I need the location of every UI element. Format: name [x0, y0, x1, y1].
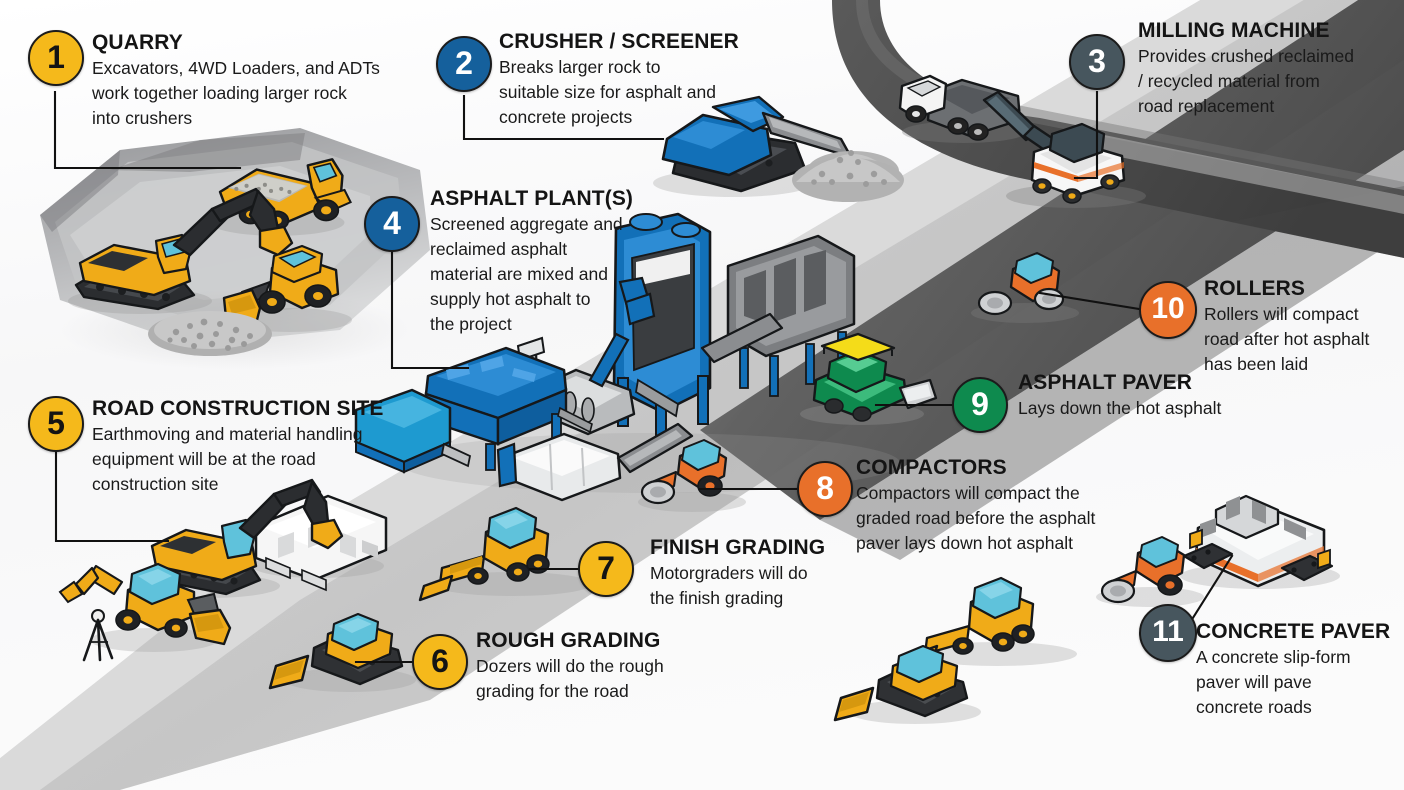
step-desc-4: Screened aggregate and reclaimed asphalt… [430, 214, 623, 334]
step-text-8: COMPACTORS Compactors will compact the g… [856, 455, 1146, 556]
step-text-4: ASPHALT PLANT(S) Screened aggregate and … [430, 186, 645, 337]
motorgrader-art [418, 506, 592, 602]
step-desc-9: Lays down the hot asphalt [1018, 398, 1222, 418]
step-number-4: 4 [383, 205, 401, 241]
step-desc-5: Earthmoving and material handling equipm… [92, 424, 363, 494]
step-badge-10[interactable]: 10 [1139, 281, 1197, 339]
step-title-3: MILLING MACHINE [1138, 19, 1330, 42]
step-number-5: 5 [47, 405, 65, 441]
step-text-9: ASPHALT PAVER Lays down the hot asphalt [1018, 370, 1298, 421]
aggregate-pile-art [148, 311, 272, 356]
step-badge-9[interactable]: 9 [952, 377, 1008, 433]
step-title-5: ROAD CONSTRUCTION SITE [92, 397, 384, 420]
milling-machine-art [982, 90, 1146, 208]
concrete-slipform-paver-art [1180, 494, 1340, 589]
step-number-6: 6 [431, 643, 449, 679]
step-number-7: 7 [597, 550, 615, 586]
step-text-3: MILLING MACHINE Provides crushed reclaim… [1138, 18, 1404, 119]
step-text-1: QUARRY Excavators, 4WD Loaders, and ADTs… [92, 30, 412, 131]
step-badge-3[interactable]: 3 [1069, 34, 1125, 90]
step-text-10: ROLLERS Rollers will compact road after … [1204, 276, 1404, 377]
step-desc-2: Breaks larger rock to suitable size for … [499, 57, 716, 127]
step-number-9: 9 [971, 386, 989, 422]
step-desc-3: Provides crushed reclaimed / recycled ma… [1138, 46, 1354, 116]
step-desc-6: Dozers will do the rough grading for the… [476, 656, 664, 701]
step-badge-6[interactable]: 6 [412, 634, 468, 690]
asphalt-paver-art [800, 332, 938, 425]
step-badge-8[interactable]: 8 [797, 461, 853, 517]
motorgrader-art-2 [903, 576, 1077, 672]
step-desc-8: Compactors will compact the graded road … [856, 483, 1096, 553]
dozer-art [268, 612, 416, 692]
step-badge-7[interactable]: 7 [578, 541, 634, 597]
step-text-11: CONCRETE PAVER A concrete slip-form pave… [1196, 619, 1404, 720]
step-text-7: FINISH GRADING Motorgraders will do the … [650, 535, 870, 611]
step-desc-11: A concrete slip-form paver will pave con… [1196, 647, 1351, 717]
step-badge-11[interactable]: 11 [1139, 604, 1197, 662]
backhoe-loader-art [58, 562, 232, 652]
step-number-2: 2 [455, 45, 473, 81]
step-number-11: 11 [1152, 615, 1184, 648]
step-title-7: FINISH GRADING [650, 536, 826, 559]
step-title-2: CRUSHER / SCREENER [499, 30, 739, 53]
step-title-11: CONCRETE PAVER [1196, 620, 1391, 643]
step-text-2: CRUSHER / SCREENER Breaks larger rock to… [499, 29, 759, 130]
step-badge-4[interactable]: 4 [364, 196, 420, 252]
leader-10 [1038, 291, 1141, 311]
leader-1 [53, 90, 242, 170]
compactor-roller-art [638, 439, 746, 512]
road-roller-art-2 [1096, 536, 1204, 607]
step-desc-1: Excavators, 4WD Loaders, and ADTs work t… [92, 58, 380, 128]
road-roller-art [971, 252, 1079, 323]
step-desc-10: Rollers will compact road after hot asph… [1204, 304, 1370, 374]
step-number-8: 8 [816, 470, 834, 506]
step-badge-2[interactable]: 2 [436, 36, 492, 92]
step-number-10: 10 [1151, 292, 1185, 325]
step-number-3: 3 [1088, 43, 1106, 79]
leader-4 [390, 250, 470, 370]
step-title-8: COMPACTORS [856, 456, 1007, 479]
step-title-6: ROUGH GRADING [476, 629, 661, 652]
leader-5 [54, 450, 170, 543]
step-title-9: ASPHALT PAVER [1018, 371, 1192, 394]
step-title-10: ROLLERS [1204, 277, 1306, 300]
step-text-6: ROUGH GRADING Dozers will do the rough g… [476, 628, 726, 704]
step-text-5: ROAD CONSTRUCTION SITE Earthmoving and m… [92, 396, 412, 497]
step-badge-5[interactable]: 5 [28, 396, 84, 452]
step-badge-1[interactable]: 1 [28, 30, 84, 86]
survey-tripod-art [82, 609, 114, 662]
dozer-art-2 [833, 644, 981, 724]
excavator-art [68, 187, 294, 314]
leader-3 [1073, 90, 1099, 180]
step-title-1: QUARRY [92, 31, 183, 54]
step-title-4: ASPHALT PLANT(S) [430, 187, 634, 210]
crushed-stone-pile-art [792, 156, 904, 202]
leader-2 [462, 94, 665, 141]
asphalt-plant-art [354, 212, 900, 502]
step-number-1: 1 [47, 39, 65, 75]
step-desc-7: Motorgraders will do the finish grading [650, 563, 808, 608]
